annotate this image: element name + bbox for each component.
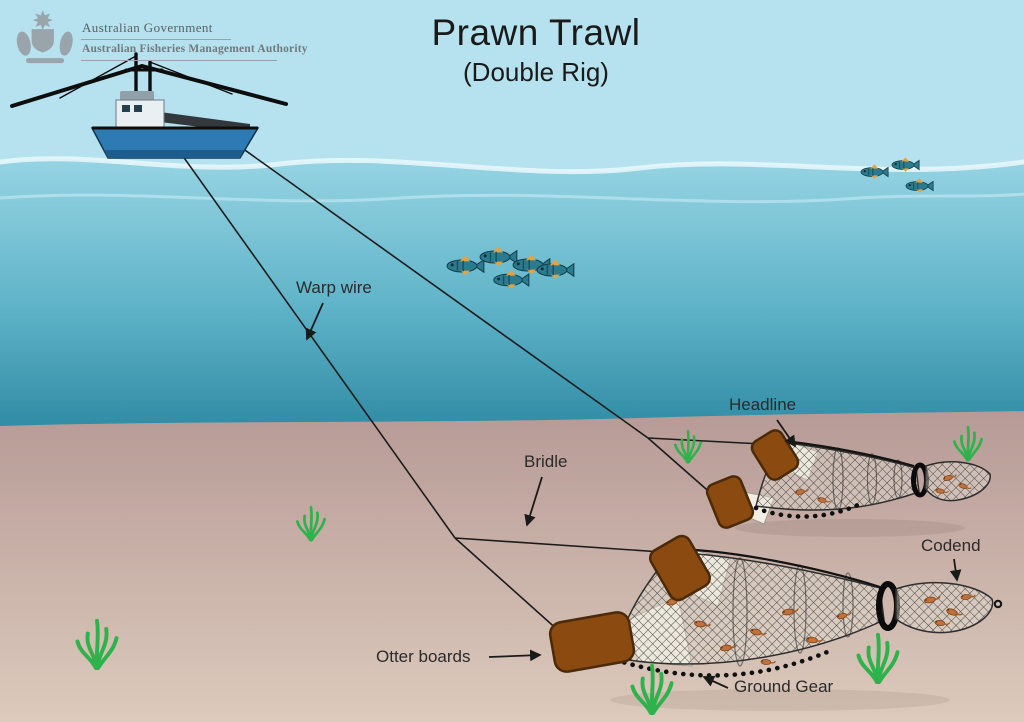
trawl-net-far xyxy=(705,429,991,529)
trawl-net-near xyxy=(548,534,1003,678)
water-surface-waves xyxy=(0,156,1024,204)
otter-board-near-bottom xyxy=(548,611,636,673)
wheelhouse xyxy=(115,99,165,129)
agency-text: Australian Fisheries Management Authorit… xyxy=(82,43,308,55)
ground-gear-arrow xyxy=(702,675,729,689)
headline-arrow xyxy=(776,419,796,448)
otter-board-near-top xyxy=(648,534,712,602)
label-arrows xyxy=(305,302,962,689)
label-ground-gear: Ground Gear xyxy=(734,677,834,696)
bridle-lines-far xyxy=(647,437,763,497)
agency-logo: Australian Government Australian Fisheri… xyxy=(12,8,312,72)
page-title: Prawn Trawl xyxy=(431,12,641,53)
logo-divider xyxy=(81,39,231,40)
net-shadow-near xyxy=(610,689,950,711)
codend-arrow xyxy=(949,558,962,582)
logo-divider xyxy=(81,60,277,61)
label-otter-boards: Otter boards xyxy=(376,647,471,666)
otter-board-far-bottom xyxy=(705,475,755,529)
otter-boards-arrow xyxy=(488,649,542,662)
bridle-arrow xyxy=(524,476,543,527)
label-headline: Headline xyxy=(729,395,797,414)
label-bridle: Bridle xyxy=(524,452,568,471)
coat-of-arms-icon xyxy=(16,10,73,64)
page-subtitle: (Double Rig) xyxy=(463,57,609,87)
bridle-lines-near xyxy=(454,537,663,633)
water xyxy=(0,158,1024,430)
ground-gear-near xyxy=(613,647,835,678)
label-warp-wire: Warp wire xyxy=(296,278,372,297)
trawler-boat xyxy=(10,52,288,159)
net-shadow-far xyxy=(735,519,965,537)
label-codend: Codend xyxy=(921,536,981,555)
government-text: Australian Government xyxy=(82,20,213,35)
warp-wire-arrow xyxy=(305,302,324,341)
